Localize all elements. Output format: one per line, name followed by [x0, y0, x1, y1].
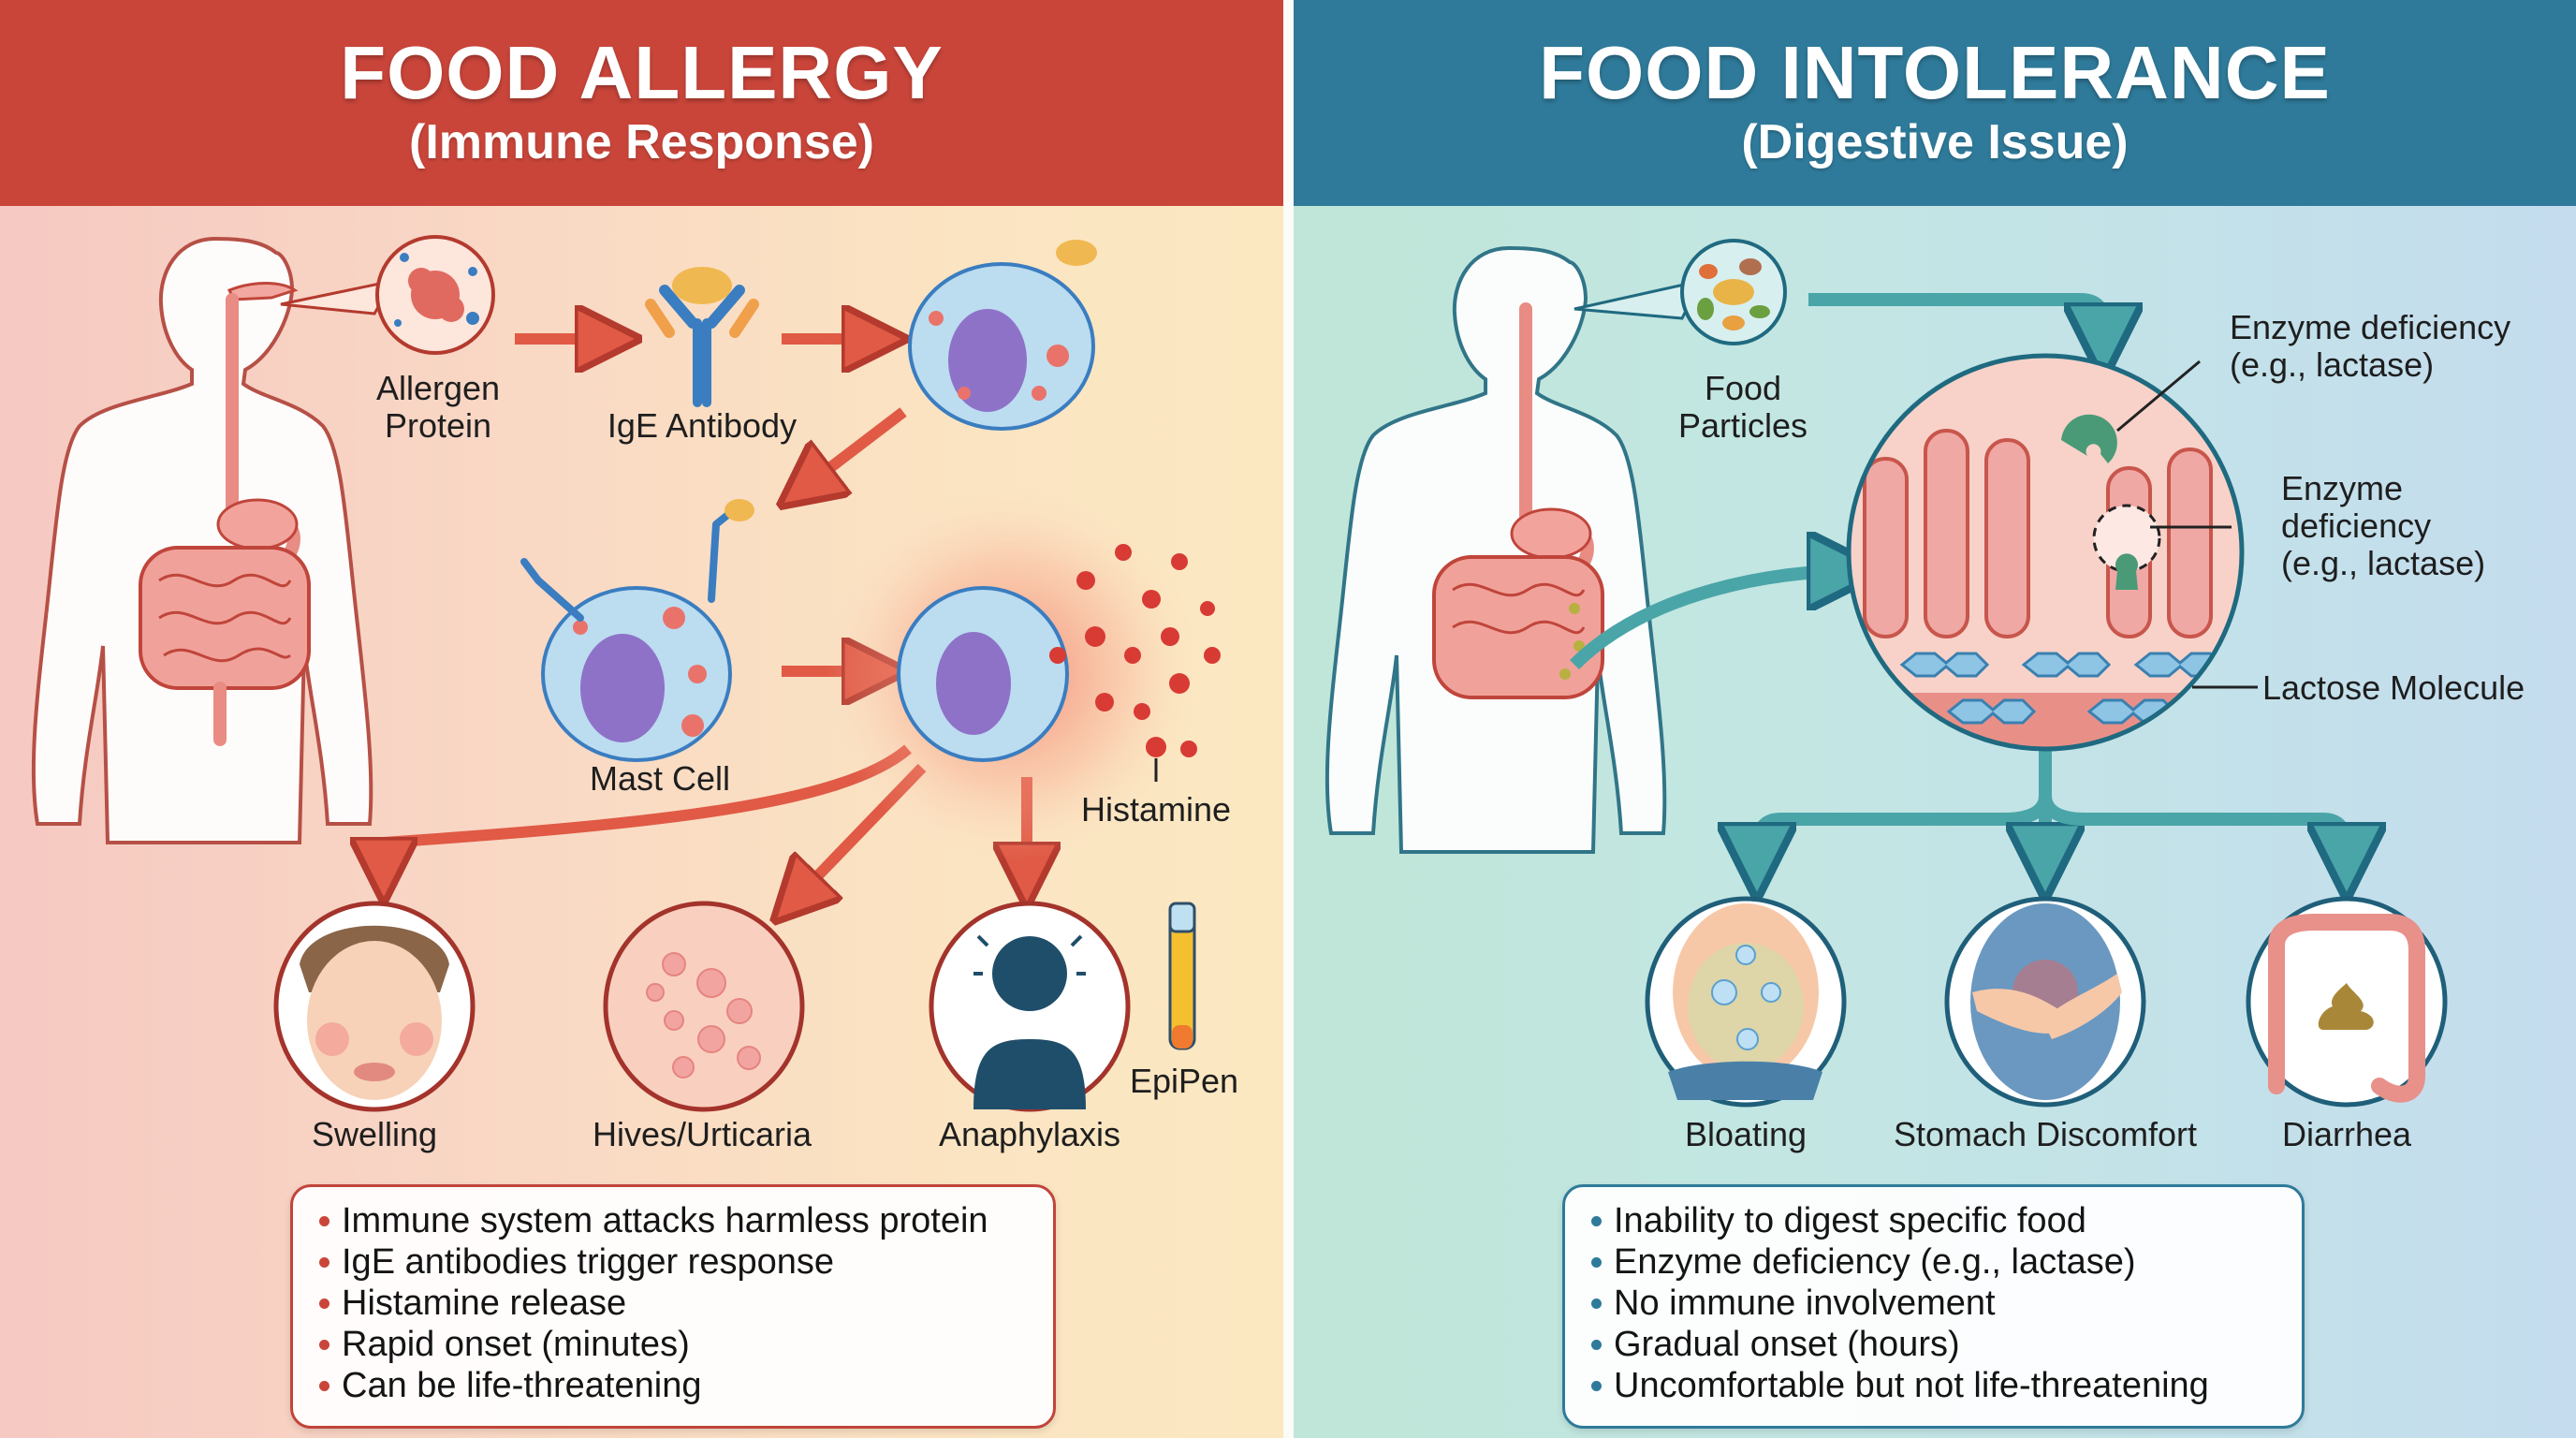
- enzyme-top-line1: Enzyme deficiency: [2230, 308, 2511, 346]
- summary-item: No immune involvement: [1588, 1283, 2302, 1324]
- enzyme-top-line2: (e.g., lactase): [2230, 345, 2435, 384]
- symptom-label-diarrhea: Diarrhea: [2281, 1115, 2412, 1153]
- hives-skin-icon: [603, 901, 805, 1112]
- intolerance-subtitle: (Digestive Issue): [1741, 115, 2129, 169]
- body-digestive-icon: [1325, 245, 1667, 854]
- choking-person-icon: [929, 901, 1131, 1112]
- symptom-label-anaphylaxis: Anaphylaxis: [938, 1115, 1121, 1153]
- degranulating-mast-cell-icon: [824, 487, 1221, 861]
- summary-item: Enzyme deficiency (e.g., lactase): [1588, 1241, 2302, 1283]
- intolerance-summary-box: Inability to digest specific food Enzyme…: [1562, 1184, 2305, 1429]
- mast-cell-icon: [520, 499, 754, 762]
- colon-stool-icon: [2246, 896, 2448, 1108]
- panel-divider: [1283, 0, 1294, 1438]
- summary-item: Uncomfortable but not life-threatening: [1588, 1365, 2302, 1406]
- enzyme-icon: [2061, 414, 2117, 463]
- food-label-line1: Food: [1704, 369, 1782, 407]
- lactose-molecule-label: Lactose Molecule: [2262, 668, 2525, 707]
- summary-item: Can be life-threatening: [315, 1365, 1053, 1406]
- ige-antibody-icon: [645, 267, 759, 407]
- allergen-protein-icon: [280, 235, 495, 355]
- epipen-label: EpiPen: [1129, 1062, 1239, 1100]
- summary-item: Histamine release: [315, 1283, 1053, 1324]
- allergy-diagram: [31, 235, 1221, 1112]
- summary-item: IgE antibodies trigger response: [315, 1241, 1053, 1283]
- symptom-label-bloating: Bloating: [1684, 1115, 1808, 1153]
- symptom-label-hives: Hives/Urticaria: [592, 1115, 812, 1153]
- allergen-protein-label: Allergen Protein: [344, 370, 532, 445]
- stomach-pain-icon: [1944, 896, 2146, 1108]
- summary-item: Rapid onset (minutes): [315, 1324, 1053, 1365]
- intolerance-summary-list: Inability to digest specific food Enzyme…: [1565, 1187, 2302, 1406]
- mast-cell-label: Mast Cell: [589, 759, 731, 798]
- allergy-title: FOOD ALLERGY: [340, 31, 944, 114]
- enzyme-mid-line3: (e.g., lactase): [2281, 544, 2486, 582]
- intolerance-title: FOOD INTOLERANCE: [1539, 31, 2331, 114]
- symptom-label-swelling: Swelling: [311, 1115, 438, 1153]
- summary-item: Gradual onset (hours): [1588, 1324, 2302, 1365]
- enzyme-deficiency-label-top: Enzyme deficiency (e.g., lactase): [2230, 309, 2510, 384]
- summary-item: Immune system attacks harmless protein: [315, 1200, 1053, 1241]
- allergen-label-line1: Allergen: [375, 369, 501, 407]
- swollen-face-icon: [273, 901, 476, 1112]
- intolerance-header: FOOD INTOLERANCE (Digestive Issue): [1294, 0, 2576, 206]
- allergen-label-line2: Protein: [384, 406, 492, 445]
- enzyme-deficiency-label-mid: Enzyme deficiency (e.g., lactase): [2281, 470, 2485, 582]
- bloated-belly-icon: [1645, 896, 1847, 1108]
- food-label-line2: Particles: [1677, 406, 1808, 445]
- allergy-header: FOOD ALLERGY (Immune Response): [0, 0, 1283, 206]
- food-particles-label: Food Particles: [1649, 370, 1837, 445]
- intolerance-diagram: [1325, 239, 2448, 1108]
- food-allergy-panel: FOOD ALLERGY (Immune Response): [0, 0, 1283, 1438]
- allergy-summary-list: Immune system attacks harmless protein I…: [293, 1187, 1053, 1406]
- food-intolerance-panel: FOOD INTOLERANCE (Digestive Issue): [1294, 0, 2576, 1438]
- allergy-summary-box: Immune system attacks harmless protein I…: [290, 1184, 1056, 1429]
- enzyme-mid-line2: deficiency: [2281, 506, 2432, 545]
- enzyme-mid-line1: Enzyme: [2281, 469, 2404, 507]
- food-particles-icon: [1573, 239, 1787, 345]
- symptom-label-stomach-discomfort: Stomach Discomfort: [1893, 1115, 2198, 1153]
- intestinal-villi-magnified-icon: [1846, 353, 2258, 752]
- epipen-icon: [1168, 902, 1196, 1050]
- ige-antibody-label: IgE Antibody: [607, 406, 798, 445]
- summary-item: Inability to digest specific food: [1588, 1200, 2302, 1241]
- flow-arrows: [1570, 293, 2347, 861]
- allergy-subtitle: (Immune Response): [409, 115, 874, 169]
- histamine-label: Histamine: [1080, 790, 1232, 829]
- mast-cell-top-icon: [908, 240, 1097, 431]
- body-digestive-icon: [31, 236, 373, 844]
